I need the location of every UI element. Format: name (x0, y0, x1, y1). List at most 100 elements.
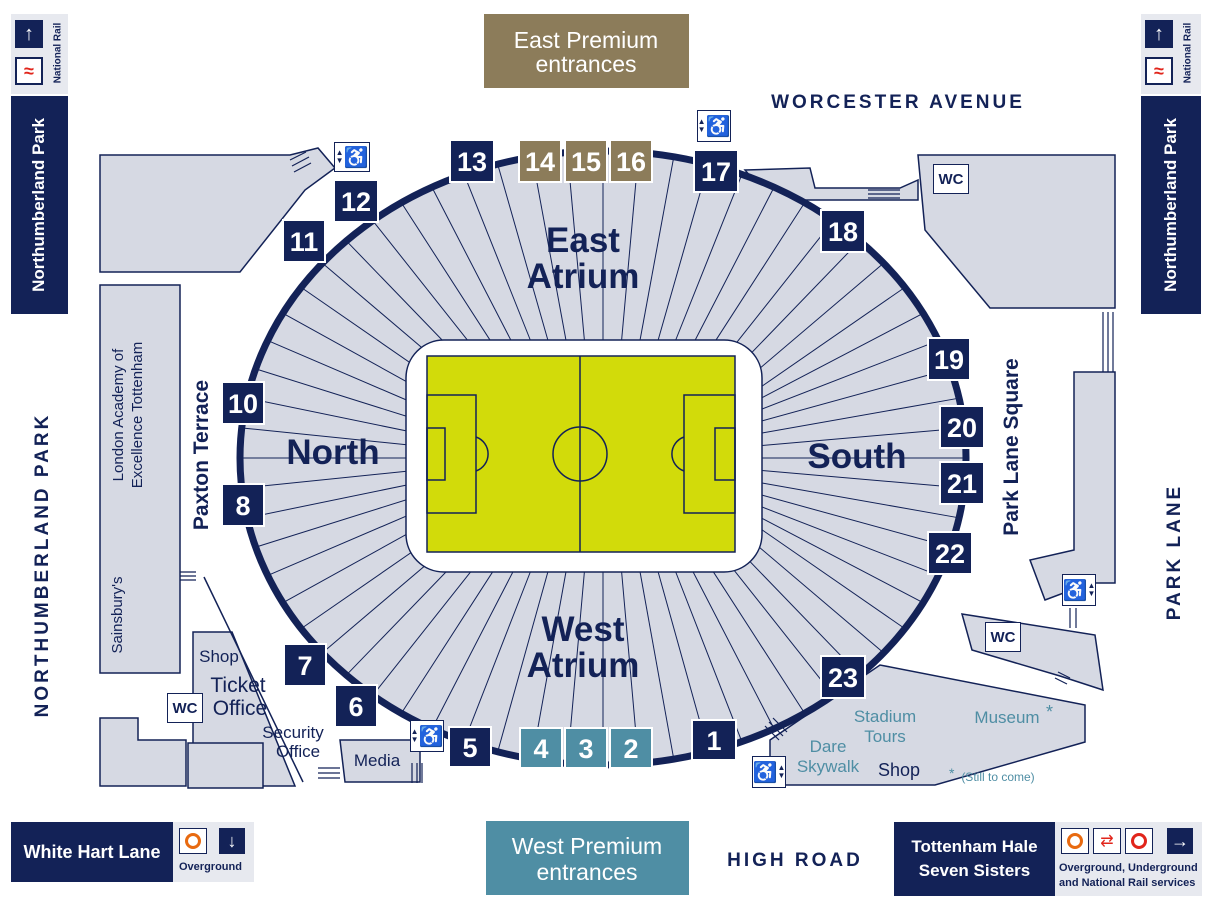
gate-number: 21 (947, 469, 977, 499)
gate-box (334, 684, 378, 728)
gate-number: 18 (828, 217, 858, 247)
gate-10: 10 (221, 381, 265, 425)
section-line (761, 506, 936, 575)
gate-3: 3 (564, 727, 608, 769)
gate-number: 19 (934, 345, 964, 375)
services-label-2: and National Rail services (1059, 877, 1196, 889)
section-line (761, 341, 936, 410)
road-park-lane: PARK LANE (1164, 484, 1185, 620)
gate-18: 18 (820, 209, 866, 253)
still-to-come-asterisk-icon: * (949, 765, 955, 781)
section-line (374, 222, 483, 360)
building-northwest (99, 147, 337, 273)
section-line (761, 369, 948, 422)
road-high-road: HIGH ROAD (727, 850, 863, 871)
west-premium-label-2: entrances (536, 859, 637, 885)
section-line (374, 556, 483, 694)
west-atrium-label-2: Atrium (527, 646, 640, 685)
section-line (749, 264, 882, 378)
gate-number: 15 (571, 147, 601, 177)
west-premium-banner (486, 821, 689, 895)
gate-17: 17 (693, 149, 739, 193)
west-atrium-label-1: West (542, 610, 625, 649)
section-line (249, 482, 417, 518)
section-line (464, 571, 531, 740)
shop-left-label: Shop (199, 647, 239, 666)
ticket-office-label-1: Ticket (210, 674, 265, 697)
section-line (258, 369, 422, 422)
arrow-up-icon: ↑ (1145, 20, 1173, 48)
section-line (708, 564, 804, 712)
station-northumberland-park-right: Northumberland Park (1141, 96, 1201, 314)
section-line (749, 538, 882, 652)
gate-number: 12 (341, 187, 371, 217)
gate-1: 1 (691, 719, 737, 761)
gate-box (939, 405, 985, 449)
wc-sign-south: WC (985, 622, 1021, 652)
arrow-down-icon: ↓ (219, 828, 245, 854)
security-office-label-1: Security (262, 723, 324, 742)
security-office-label-2: Office (276, 742, 320, 761)
section-line (761, 427, 962, 446)
stand-south-label: South (807, 437, 906, 476)
gate-number: 6 (348, 692, 363, 722)
gate-number: 8 (235, 491, 250, 521)
gate-number: 23 (828, 663, 858, 693)
section-line (532, 159, 567, 341)
gate-box (333, 179, 379, 223)
section-line (621, 155, 639, 341)
section-line (402, 204, 498, 352)
gate-box (221, 381, 265, 425)
section-line (567, 155, 585, 341)
gate-21: 21 (939, 461, 985, 505)
road-paxton-terrace: Paxton Terrace (190, 380, 213, 530)
gate-6: 6 (334, 684, 378, 728)
gate-16: 16 (609, 139, 653, 183)
gate-number: 17 (701, 157, 731, 187)
tfl-roundel-icon (1125, 828, 1153, 854)
stadium-tours-label-2: Tours (864, 727, 906, 746)
gate-box (282, 219, 326, 263)
section-line (761, 314, 921, 399)
gate-5: 5 (448, 726, 492, 768)
road-worcester-avenue: WORCESTER AVENUE (771, 92, 1025, 113)
shop-right-label: Shop (878, 760, 920, 780)
gate-number: 3 (578, 734, 593, 764)
section-line (532, 571, 567, 757)
national-rail-icon: ⇄ (1093, 828, 1121, 854)
gate-number: 10 (228, 389, 258, 419)
wc-sign-northeast: WC (933, 164, 969, 194)
gate-number: 7 (297, 651, 312, 681)
museum-asterisk-icon: * (1046, 702, 1053, 722)
white-hart-lane-card: ↓ Overground (173, 822, 254, 882)
section-line (498, 166, 549, 341)
dare-skywalk-label-2: Skywalk (797, 757, 860, 776)
gate-19: 19 (927, 337, 971, 381)
section-line (736, 242, 858, 368)
ticket-office-label-2: Office (213, 697, 267, 720)
arrow-up-icon: ↑ (15, 20, 43, 48)
section-line (244, 427, 414, 446)
gate-22: 22 (927, 531, 973, 575)
gate-number: 14 (525, 147, 555, 177)
section-line (692, 570, 774, 727)
section-line (761, 494, 948, 547)
gate-number: 16 (616, 147, 646, 177)
gate-box (927, 337, 971, 381)
gate-box (518, 139, 562, 183)
building-southwest-2 (187, 742, 264, 789)
station-northumberland-park-left: Northumberland Park (11, 96, 68, 314)
national-rail-icon: ≈ (1145, 57, 1173, 85)
arrow-right-icon: → (1167, 828, 1193, 854)
section-line (761, 470, 962, 489)
gate-number: 4 (533, 734, 548, 764)
building-east (1028, 371, 1116, 601)
gate-box (519, 727, 563, 769)
building-southwest (99, 717, 187, 787)
football-pitch (426, 355, 736, 553)
gate-23: 23 (820, 655, 866, 699)
gate-box (449, 139, 495, 183)
section-line (657, 166, 708, 341)
west-premium-label-1: West Premium (512, 833, 662, 859)
